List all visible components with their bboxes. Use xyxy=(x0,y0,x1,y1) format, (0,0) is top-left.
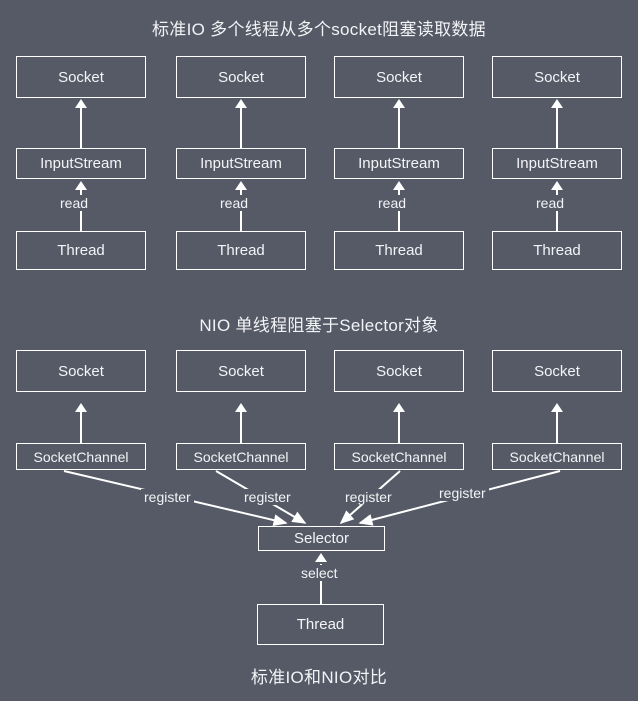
thread-to-stream-arrowhead xyxy=(75,181,87,190)
stream-to-socket-line xyxy=(556,108,558,148)
stream-to-socket-line xyxy=(80,108,82,148)
read-edge-label: read xyxy=(217,195,252,211)
socketchannel-box: SocketChannel xyxy=(492,443,622,470)
thread-box: Thread xyxy=(334,231,464,270)
diagram-caption: 标准IO和NIO对比 xyxy=(250,668,388,687)
register-edge-label: register xyxy=(141,489,194,505)
channel-to-socket-arrowhead xyxy=(75,403,87,412)
channel-to-socket-arrowhead xyxy=(235,403,247,412)
channel-to-socket-line xyxy=(240,412,242,443)
channel-to-socket-line xyxy=(556,412,558,443)
stream-to-socket-line xyxy=(240,108,242,148)
thread-to-selector-arrowhead xyxy=(315,553,327,562)
socketchannel-box: SocketChannel xyxy=(176,443,306,470)
socket-box: Socket xyxy=(16,56,146,98)
socket-box: Socket xyxy=(492,56,622,98)
thread-to-stream-arrowhead xyxy=(235,181,247,190)
channel-to-socket-arrowhead xyxy=(551,403,563,412)
register-edge-label: register xyxy=(342,489,395,505)
inputstream-box: InputStream xyxy=(16,148,146,179)
socketchannel-box: SocketChannel xyxy=(16,443,146,470)
inputstream-box: InputStream xyxy=(334,148,464,179)
thread-box: Thread xyxy=(16,231,146,270)
thread-box: Thread xyxy=(176,231,306,270)
stream-to-socket-arrowhead xyxy=(393,99,405,108)
standard-io-section-title: 标准IO 多个线程从多个socket阻塞读取数据 xyxy=(151,20,486,39)
thread-to-selector-line xyxy=(320,564,322,605)
socket-box: Socket xyxy=(492,350,622,392)
channel-to-socket-line xyxy=(80,412,82,443)
stream-to-socket-arrowhead xyxy=(551,99,563,108)
register-edge-label: register xyxy=(436,485,489,501)
thread-box: Thread xyxy=(492,231,622,270)
socket-box: Socket xyxy=(176,350,306,392)
inputstream-box: InputStream xyxy=(492,148,622,179)
stream-to-socket-arrowhead xyxy=(75,99,87,108)
channel-to-socket-arrowhead xyxy=(393,403,405,412)
socket-box: Socket xyxy=(176,56,306,98)
thread-to-stream-arrowhead xyxy=(393,181,405,190)
stream-to-socket-line xyxy=(398,108,400,148)
socketchannel-box: SocketChannel xyxy=(334,443,464,470)
selector-box: Selector xyxy=(258,526,385,551)
read-edge-label: read xyxy=(57,195,92,211)
read-edge-label: read xyxy=(375,195,410,211)
nio-thread-box: Thread xyxy=(257,604,384,645)
register-edge-label: register xyxy=(241,489,294,505)
inputstream-box: InputStream xyxy=(176,148,306,179)
thread-to-stream-arrowhead xyxy=(551,181,563,190)
socket-box: Socket xyxy=(16,350,146,392)
nio-section-title: NIO 单线程阻塞于Selector对象 xyxy=(199,316,439,335)
select-edge-label: select xyxy=(298,565,341,581)
channel-to-socket-line xyxy=(398,412,400,443)
stream-to-socket-arrowhead xyxy=(235,99,247,108)
socket-box: Socket xyxy=(334,350,464,392)
read-edge-label: read xyxy=(533,195,568,211)
socket-box: Socket xyxy=(334,56,464,98)
